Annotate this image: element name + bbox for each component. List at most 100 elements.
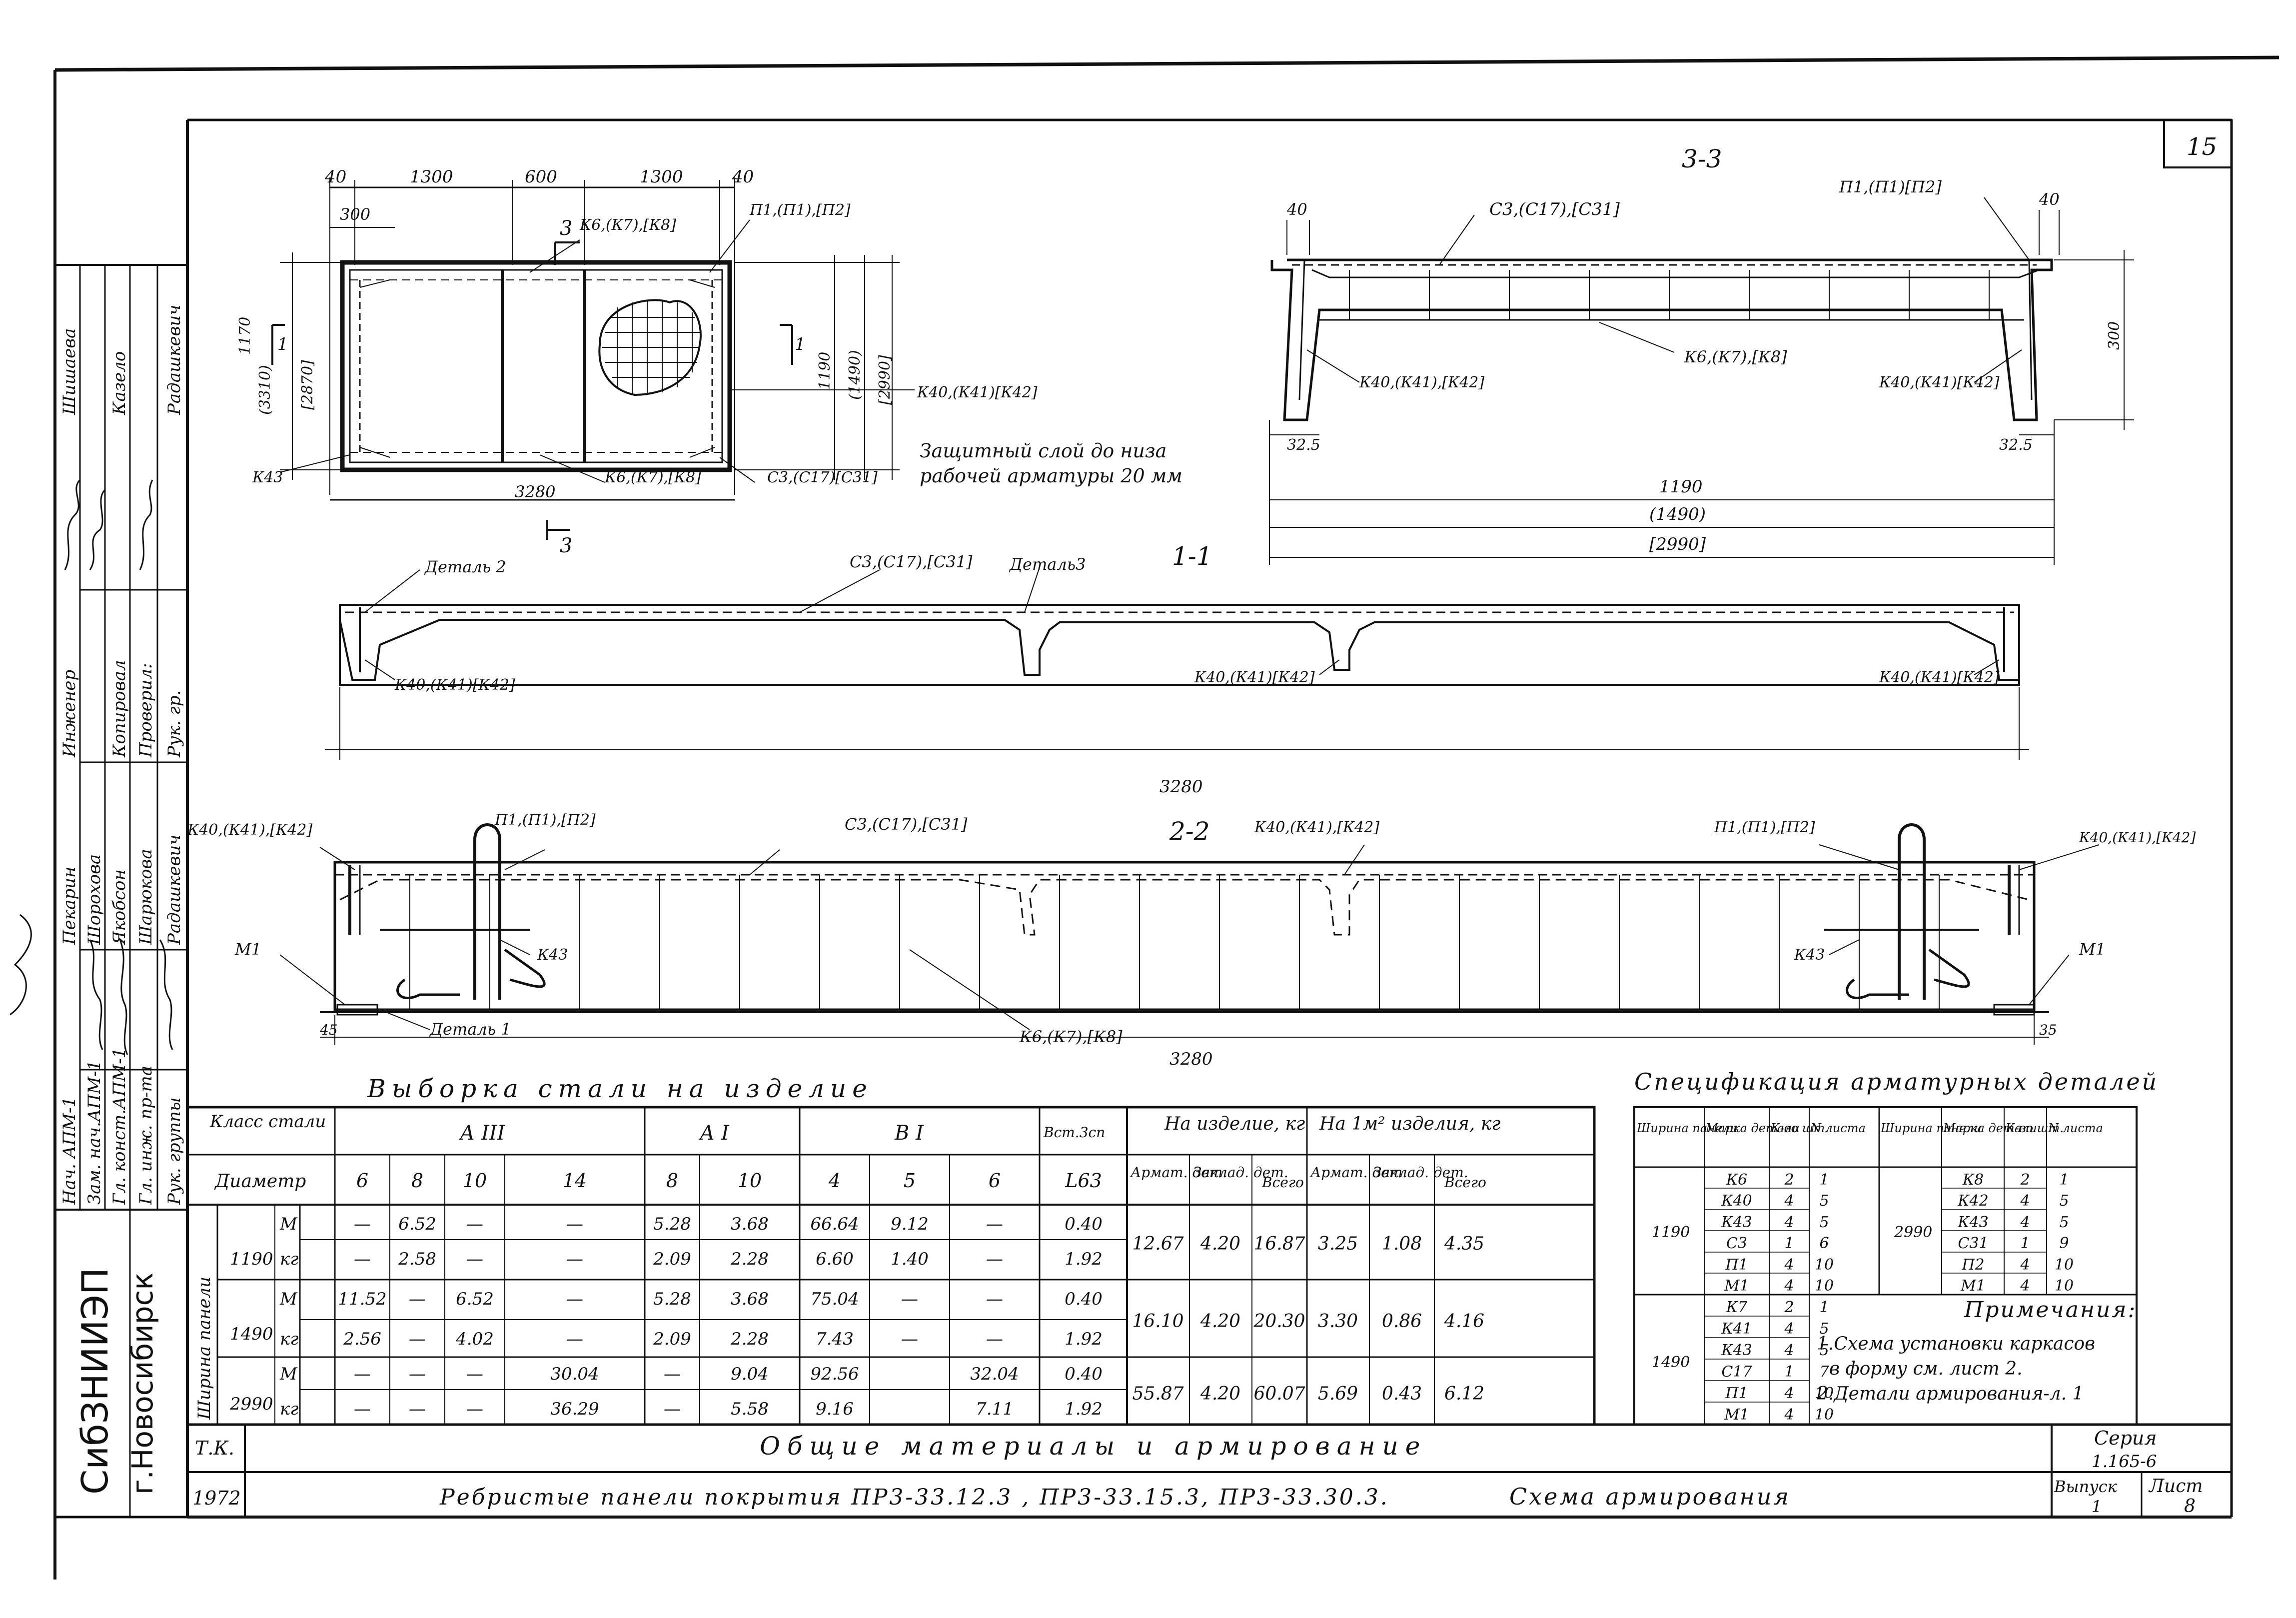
steel-cell: 9.12 xyxy=(891,1214,929,1234)
steel-cell: 0.40 xyxy=(1065,1364,1103,1384)
spec-cell: 10 xyxy=(1815,1277,1834,1295)
spec-cell: 4 xyxy=(1784,1320,1794,1338)
name2-1: Шишаева xyxy=(59,328,79,415)
spec-cell: П1 xyxy=(1725,1256,1748,1274)
issue-label: Выпуск xyxy=(2054,1477,2118,1496)
sub-col-1: Армат. дет. xyxy=(1130,1164,1227,1181)
sub-col-4: Армат. дет. xyxy=(1309,1164,1407,1181)
spec-cell: П1 xyxy=(1725,1385,1748,1402)
spec-cell: 1 xyxy=(1784,1363,1794,1381)
spec-cell: 4 xyxy=(1784,1342,1794,1359)
series-value: 1.165-6 xyxy=(2092,1452,2157,1472)
sheet-label: Лист xyxy=(2148,1476,2203,1497)
steel-cell: 36.29 xyxy=(550,1399,599,1419)
steel-cell: 2.09 xyxy=(653,1329,691,1349)
name-1: Пекарин xyxy=(59,867,79,945)
steel-cell: 92.56 xyxy=(810,1364,859,1384)
spec-cell: М1 xyxy=(1724,1406,1749,1424)
section-2-2-labels: 2-2 К40,(К41),[К42] П1,(П1),[П2] С3,(С17… xyxy=(187,811,2196,1069)
spec-cell: К40 xyxy=(1721,1192,1752,1210)
steel-cell: — xyxy=(986,1214,1003,1234)
year: 1972 xyxy=(192,1487,241,1509)
plan-cut-3-top: 3 xyxy=(560,217,572,240)
steel-total-cell: 20.30 xyxy=(1253,1311,1305,1332)
name2-2: Казело xyxy=(109,351,129,415)
signature-mark-3 xyxy=(140,480,152,570)
plan-dim-1300b: 1300 xyxy=(640,167,683,187)
s11-dim-3280: 3280 xyxy=(1159,777,1203,797)
steel-cell: 66.64 xyxy=(810,1214,859,1234)
section-2-2-title: 2-2 xyxy=(1169,817,1210,846)
spec-h4: N листа xyxy=(1810,1121,1866,1135)
plan-k43: К43 xyxy=(252,469,283,486)
spec-cell: 5 xyxy=(2059,1192,2069,1210)
plan-k6-top: К6,(К7),[К8] xyxy=(579,216,676,234)
diam-a3-14: 14 xyxy=(563,1170,587,1192)
s22-dim-35: 35 xyxy=(2039,1022,2057,1038)
role2-4: Рук. гр. xyxy=(164,690,184,758)
s11-detail2: Деталь 2 xyxy=(424,557,506,576)
signature-mark-1 xyxy=(65,480,80,570)
plan-p1-top: П1,(П1),[П2] xyxy=(749,201,851,219)
signature-mark-4 xyxy=(10,915,31,1015)
s33-dim-32-5-left: 32.5 xyxy=(1287,436,1320,454)
steel-cell: 2.28 xyxy=(730,1329,769,1349)
spec-table-grid xyxy=(1634,1107,2137,1425)
title-block: 15 Т.К. 1972 Общие материалы и армирован… xyxy=(74,133,2217,1517)
spec-cell: 5 xyxy=(1819,1214,1829,1231)
spec-g2-width: 2990 xyxy=(1894,1224,1932,1241)
name-3: Якобсон xyxy=(109,869,129,946)
s33-dim-300: 300 xyxy=(2106,321,2123,350)
spec-cell: 1 xyxy=(1819,1299,1829,1316)
s33-dim-2990: [2990] xyxy=(1649,534,1706,554)
plan-labels: 40 1300 600 1300 40 300 3 К6,(К7),[К8] П… xyxy=(236,167,1182,557)
plan-cut-1-right: 1 xyxy=(795,334,806,354)
spec-cell: 4 xyxy=(1784,1385,1794,1402)
name-2: Шорохова xyxy=(84,854,104,945)
row-group-label: Ширина панели xyxy=(194,1277,214,1420)
spec-h8: N листа xyxy=(2048,1121,2103,1135)
role-1: Нач. АПМ-1 xyxy=(59,1097,79,1205)
sheet-value: 8 xyxy=(2184,1496,2196,1517)
plan-dim-1490: (1490) xyxy=(846,350,864,400)
series-label: Серия xyxy=(2094,1427,2157,1449)
steel-cell: 2.09 xyxy=(653,1249,691,1269)
steel-cell: 2.28 xyxy=(730,1249,769,1269)
s33-dim-40b: 40 xyxy=(2039,190,2060,209)
role-3: Гл. конст.АПМ-1 xyxy=(109,1048,129,1205)
steel-total-cell: 3.25 xyxy=(1318,1234,1358,1254)
steel-cell: 0.40 xyxy=(1065,1289,1103,1309)
diam-a3-10: 10 xyxy=(463,1170,487,1192)
spec-cell: С3 xyxy=(1726,1235,1747,1252)
spec-cell: 4 xyxy=(2020,1214,2030,1231)
row-width-2990: 2990 xyxy=(229,1394,273,1414)
sub-col-2: Заклад. дет. xyxy=(1193,1164,1288,1181)
spec-cell: 5 xyxy=(1819,1342,1829,1359)
steel-cell: — xyxy=(566,1289,583,1309)
steel-cell: — xyxy=(901,1289,918,1309)
s11-detail3: Деталь3 xyxy=(1009,555,1086,574)
steel-cell: — xyxy=(986,1249,1003,1269)
spec-cell: С31 xyxy=(1958,1235,1988,1252)
steel-cell: — xyxy=(986,1289,1003,1309)
role2-2: Копировал xyxy=(109,660,129,758)
plan-dim-1170: 1170 xyxy=(236,317,254,355)
spec-cell: М1 xyxy=(1724,1277,1749,1295)
steel-total-cell: 3.30 xyxy=(1318,1311,1358,1332)
diam-a3-6: 6 xyxy=(356,1170,368,1192)
plan-c3: С3,(С17)[С31] xyxy=(767,469,878,486)
spec-cell: К7 xyxy=(1726,1299,1748,1316)
spec-cell: 4 xyxy=(1784,1256,1794,1274)
s11-k40-mid: К40,(К41)[К42] xyxy=(1194,669,1315,686)
steel-total-cell: 4.20 xyxy=(1200,1311,1240,1332)
plan-k6-bottom: К6,(К7),[К8] xyxy=(604,469,701,486)
steel-cell: 2.58 xyxy=(398,1249,436,1269)
spec-g1-width: 1190 xyxy=(1652,1224,1690,1241)
steel-cell: — xyxy=(354,1364,371,1384)
drawing-name: Общие материалы и армирование xyxy=(760,1432,1427,1461)
steel-table-grid xyxy=(187,1107,1594,1425)
spec-h3: К-во шт. xyxy=(1770,1121,1829,1135)
plan-dim-40b: 40 xyxy=(732,167,754,187)
s22-p1-right: П1,(П1),[П2] xyxy=(1714,819,1815,836)
